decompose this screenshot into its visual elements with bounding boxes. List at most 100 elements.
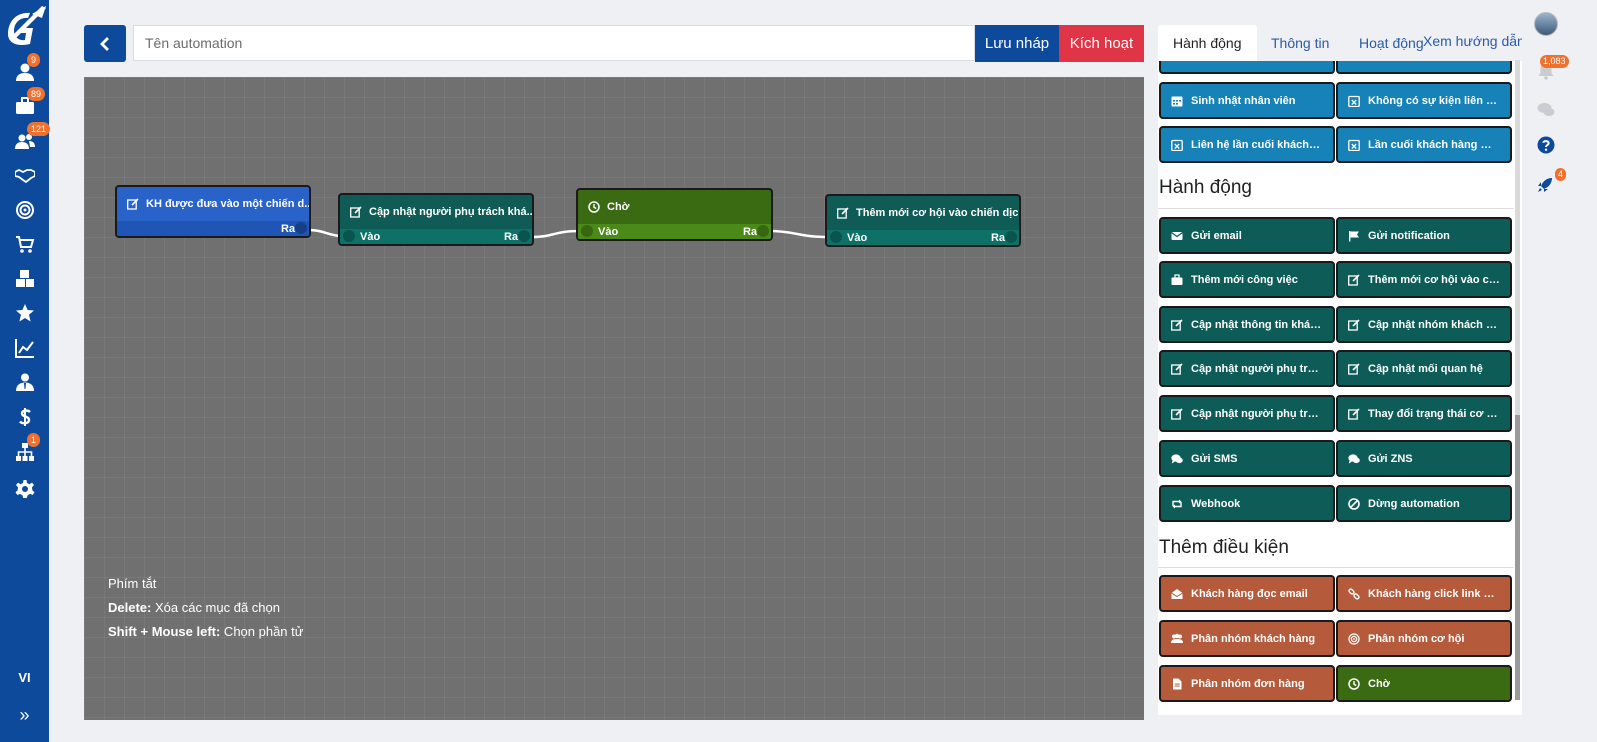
expand-sidebar-button[interactable]: » <box>19 705 30 725</box>
node-in-port[interactable] <box>830 231 842 243</box>
edit-icon <box>1348 407 1360 420</box>
tab-activity[interactable]: Hoạt động <box>1359 35 1424 51</box>
condition-email-link-click[interactable]: Khách hàng click link email <box>1336 575 1512 612</box>
event-employee-birthday[interactable]: Sinh nhật nhân viên <box>1159 82 1335 119</box>
app-logo-icon[interactable] <box>2 4 46 48</box>
action-send-notification[interactable]: Gửi notification <box>1336 217 1512 254</box>
node-out-label: Ra <box>280 222 295 235</box>
node-out-port[interactable] <box>757 225 769 237</box>
event-last-purchase[interactable]: Lần cuối khách hàng mua... <box>1336 126 1512 163</box>
panel-scroll-area[interactable]: Sinh nhật nhân viên Không có sự kiện liê… <box>1158 61 1522 715</box>
workflow-node-trigger[interactable]: KH được đưa vào một chiến d... Ra <box>115 185 311 238</box>
node-in-port[interactable] <box>343 230 355 242</box>
calendar-x-icon <box>1348 95 1360 107</box>
chat-icon[interactable] <box>1537 101 1555 119</box>
activate-button[interactable]: Kích hoạt <box>1059 25 1144 62</box>
nav-deals[interactable]: 89 <box>0 87 49 121</box>
action-update-relationship[interactable]: Cập nhật mối quan hệ <box>1336 350 1512 387</box>
calendar-icon <box>1171 96 1183 106</box>
nav-orders[interactable] <box>0 229 49 259</box>
panel-scrollbar[interactable] <box>1515 60 1520 700</box>
condition-order-segment[interactable]: Phân nhóm đơn hàng <box>1159 665 1335 702</box>
nav-contacts[interactable]: 121 <box>0 122 51 156</box>
save-draft-button[interactable]: Lưu nháp <box>975 25 1059 62</box>
avatar[interactable] <box>1534 12 1558 36</box>
event-button-hidden[interactable] <box>1159 61 1335 74</box>
nav-reports[interactable] <box>0 333 49 363</box>
nav-customers[interactable]: 9 <box>0 53 49 87</box>
action-update-owner-2[interactable]: Cập nhật người phụ trách ... <box>1159 395 1335 432</box>
section-actions-title: Hành động <box>1159 177 1252 198</box>
clock-icon <box>588 201 600 213</box>
clock-icon <box>1348 677 1360 690</box>
action-update-owner[interactable]: Cập nhật người phụ trách ... <box>1159 350 1335 387</box>
help-guide-link[interactable]: Xem hướng dẫn <box>1423 33 1522 49</box>
rocket-badge: 4 <box>1555 168 1567 181</box>
automation-name-input[interactable] <box>133 25 975 61</box>
help-icon[interactable] <box>1537 136 1555 154</box>
retweet-icon <box>1172 499 1182 508</box>
edit-icon <box>127 198 139 210</box>
envelope-icon <box>1171 231 1183 240</box>
edit-icon <box>1348 318 1360 331</box>
nav-organization[interactable]: 1 <box>0 433 49 467</box>
action-change-opportunity-status[interactable]: Thay đổi trạng thái cơ hội ... <box>1336 395 1512 432</box>
action-send-sms[interactable]: Gửi SMS <box>1159 440 1335 477</box>
edit-icon <box>350 206 362 218</box>
users-icon <box>1171 633 1183 643</box>
nav-staff[interactable] <box>0 367 49 397</box>
condition-email-opened[interactable]: Khách hàng đọc email <box>1159 575 1335 612</box>
nav-settings[interactable] <box>0 474 49 504</box>
language-switch[interactable]: VI <box>18 670 31 685</box>
action-send-zns[interactable]: Gửi ZNS <box>1336 440 1512 477</box>
action-update-customer-group[interactable]: Cập nhật nhóm khách hàng <box>1336 306 1512 343</box>
tab-actions[interactable]: Hành động <box>1158 25 1257 61</box>
ban-icon <box>1348 497 1360 510</box>
nav-finance[interactable] <box>0 402 49 432</box>
node-in-port[interactable] <box>581 225 593 237</box>
user-icon <box>15 63 34 81</box>
cart-icon <box>15 236 34 253</box>
nav-badge: 1 <box>27 433 41 447</box>
tab-info[interactable]: Thông tin <box>1271 35 1330 51</box>
dollar-icon <box>18 408 31 426</box>
rocket-icon[interactable] <box>1536 176 1554 194</box>
action-webhook[interactable]: Webhook <box>1159 485 1335 522</box>
condition-opportunity-segment[interactable]: Phân nhóm cơ hội <box>1336 620 1512 657</box>
scrollbar-thumb[interactable] <box>1515 415 1520 700</box>
condition-wait[interactable]: Chờ <box>1336 665 1512 702</box>
star-icon <box>15 304 34 322</box>
flag-icon <box>1349 230 1359 241</box>
chevron-left-icon <box>100 36 109 51</box>
section-divider <box>1158 567 1514 568</box>
event-last-contact[interactable]: Liên hệ lần cuối khách hàng <box>1159 126 1335 163</box>
back-button[interactable] <box>84 25 126 62</box>
right-rail: 1,083 4 <box>1528 0 1569 742</box>
node-title: KH được đưa vào một chiến d... <box>146 198 309 210</box>
event-no-related[interactable]: Không có sự kiện liên quan <box>1336 82 1512 119</box>
action-send-email[interactable]: Gửi email <box>1159 217 1335 254</box>
node-out-port[interactable] <box>295 222 307 234</box>
nav-badge: 9 <box>27 53 41 67</box>
nav-campaigns[interactable] <box>0 195 49 225</box>
node-title: Chờ <box>607 201 630 213</box>
edit-icon <box>1348 273 1360 286</box>
condition-customer-segment[interactable]: Phân nhóm khách hàng <box>1159 620 1335 657</box>
node-title: Thêm mới cơ hội vào chiến dịch <box>856 207 1019 219</box>
action-stop-automation[interactable]: Dừng automation <box>1336 485 1512 522</box>
briefcase-icon <box>1171 273 1183 285</box>
action-add-opportunity[interactable]: Thêm mới cơ hội vào chiế... <box>1336 261 1512 298</box>
event-button-hidden[interactable] <box>1336 61 1512 74</box>
nav-partners[interactable] <box>0 160 49 190</box>
workflow-canvas[interactable]: KH được đưa vào một chiến d... Ra Cập nh… <box>84 77 1144 720</box>
node-out-port[interactable] <box>1005 231 1017 243</box>
nav-favorites[interactable] <box>0 298 49 328</box>
action-update-customer-info[interactable]: Cập nhật thông tin khách ... <box>1159 306 1335 343</box>
shortcuts-help: Phím tắt Delete: Xóa các mục đã chọn Shi… <box>108 572 303 644</box>
node-out-port[interactable] <box>518 230 530 242</box>
nav-products[interactable] <box>0 264 49 294</box>
action-add-task[interactable]: Thêm mới công việc <box>1159 261 1335 298</box>
